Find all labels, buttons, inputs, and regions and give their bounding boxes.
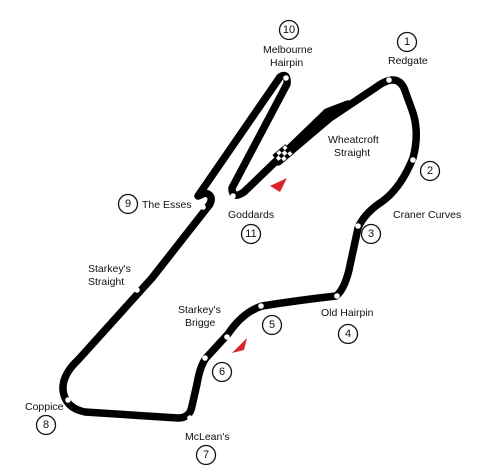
turn-8-badge: 8 xyxy=(35,414,57,436)
starkeys-straight-marker xyxy=(134,287,140,293)
turn-4-badge: 4 xyxy=(337,323,359,345)
coppice-label: Coppice xyxy=(25,401,64,413)
sector-marker-1 xyxy=(270,178,287,192)
turn-marker-10 xyxy=(283,75,289,81)
turn-1-number: 1 xyxy=(404,36,410,48)
turn-5-number: 5 xyxy=(269,319,275,331)
turn-3-number: 3 xyxy=(368,228,374,240)
the-esses-label: The Esses xyxy=(142,199,192,211)
wheatcroft-label-line2: Straight xyxy=(334,147,370,159)
starkeys-bridge-marker xyxy=(224,334,230,340)
turn-9-number: 9 xyxy=(125,198,131,210)
track-outline xyxy=(59,71,420,422)
turn-6-number: 6 xyxy=(219,366,225,378)
turn-10-number: 10 xyxy=(283,24,295,36)
starkeys-bridge-label-line1: Starkey's xyxy=(178,304,221,316)
turn-markers xyxy=(65,75,416,421)
mcleans-label: McLean's xyxy=(185,431,230,443)
turn-marker-6 xyxy=(202,355,208,361)
turn-10-badge: 10 xyxy=(278,19,300,41)
turn-4-number: 4 xyxy=(345,328,351,340)
turn-7-number: 7 xyxy=(203,449,209,461)
turn-marker-11 xyxy=(230,193,236,199)
wheatcroft-label-line1: Wheatcroft xyxy=(328,134,379,146)
turn-marker-4 xyxy=(334,293,340,299)
redgate-label: Redgate xyxy=(388,55,428,67)
turn-2-number: 2 xyxy=(427,165,433,177)
turn-marker-7 xyxy=(187,415,193,421)
starkeys-bridge-label-line2: Brigge xyxy=(185,317,216,329)
turn-8-number: 8 xyxy=(43,419,49,431)
turn-1-badge: 1 xyxy=(396,31,418,53)
turn-marker-3 xyxy=(355,223,361,229)
starkeys-straight-label-line2: Straight xyxy=(88,276,124,288)
melbourne-label-line2: Hairpin xyxy=(270,57,303,69)
sector-marker-2 xyxy=(232,338,247,353)
turn-marker-5 xyxy=(258,303,264,309)
goddards-label: Goddards xyxy=(228,209,274,221)
turn-marker-9 xyxy=(200,204,206,210)
melbourne-label-line1: Melbourne xyxy=(263,44,313,56)
turn-2-badge: 2 xyxy=(419,160,441,182)
old-hairpin-label: Old Hairpin xyxy=(321,307,374,319)
turn-5-badge: 5 xyxy=(261,314,283,336)
turn-9-badge: 9 xyxy=(117,193,139,215)
turn-marker-8 xyxy=(65,397,71,403)
turn-marker-1 xyxy=(386,77,392,83)
turn-3-badge: 3 xyxy=(360,223,382,245)
turn-marker-2 xyxy=(410,157,416,163)
starkeys-straight-label-line1: Starkey's xyxy=(88,263,131,275)
turn-11-number: 11 xyxy=(245,228,256,240)
wheatcroft-marker xyxy=(352,123,358,129)
turn-7-badge: 7 xyxy=(195,444,217,466)
start-finish-line xyxy=(272,144,294,165)
turn-11-badge: 11 xyxy=(240,223,262,245)
turn-6-badge: 6 xyxy=(211,361,233,383)
craner-curves-label: Craner Curves xyxy=(393,209,461,221)
